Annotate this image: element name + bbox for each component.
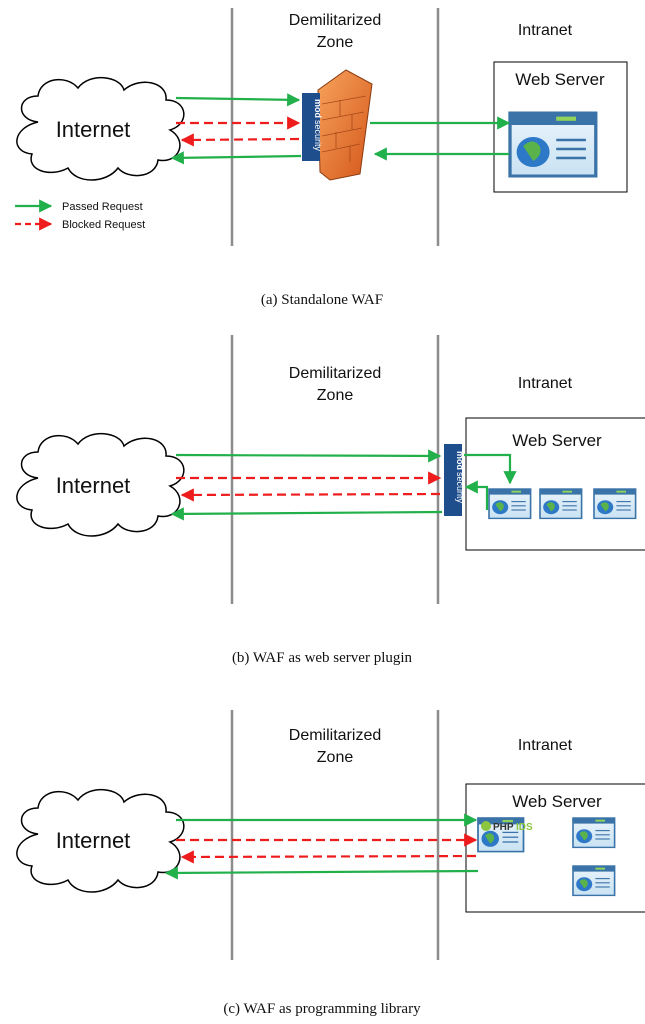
dmz-label-line1: Demilitarized bbox=[289, 727, 381, 744]
svg-text:PHP: PHP bbox=[493, 822, 514, 833]
panel-b: Demilitarized Zone Intranet Internet Web… bbox=[16, 335, 645, 666]
dmz-label-line2: Zone bbox=[317, 387, 354, 404]
intranet-label: Intranet bbox=[518, 22, 573, 39]
caption-a: (a) Standalone WAF bbox=[261, 292, 383, 308]
passed-response-out bbox=[170, 151, 302, 165]
web-server-label: Web Server bbox=[512, 431, 602, 450]
internet-label: Internet bbox=[56, 828, 131, 853]
passed-request-in bbox=[175, 93, 301, 107]
panel-a: Demilitarized Zone Intranet Internet Web… bbox=[15, 8, 628, 308]
intranet-label: Intranet bbox=[518, 737, 573, 754]
webpage-icon bbox=[572, 817, 616, 849]
internet-label: Internet bbox=[56, 473, 131, 498]
plugin-to-app bbox=[464, 453, 517, 485]
web-server-label: Web Server bbox=[512, 792, 602, 811]
svg-text:mod: mod bbox=[313, 99, 323, 118]
phpids-logo: PHP IDS bbox=[481, 821, 533, 833]
svg-text:IDS: IDS bbox=[516, 822, 533, 833]
intranet-label: Intranet bbox=[518, 375, 573, 392]
blocked-response-out bbox=[180, 488, 441, 502]
webpage-icon bbox=[488, 488, 532, 520]
legend: Passed Request Blocked Request bbox=[15, 199, 145, 231]
passed-request-in bbox=[175, 449, 442, 463]
webpage-icon bbox=[572, 865, 616, 897]
webpage-icon bbox=[539, 488, 583, 520]
passed-response-out bbox=[170, 507, 443, 521]
firewall-icon bbox=[317, 69, 373, 181]
app-to-plugin bbox=[464, 480, 489, 510]
internet-label: Internet bbox=[56, 117, 131, 142]
svg-text:mod: mod bbox=[455, 451, 465, 470]
dmz-label-line1: Demilitarized bbox=[289, 12, 381, 29]
dmz-label-line2: Zone bbox=[317, 749, 354, 766]
modsecurity-badge: mod security bbox=[302, 93, 323, 161]
svg-text:security: security bbox=[455, 472, 465, 504]
modsecurity-badge: mod security bbox=[444, 444, 465, 516]
webpage-icon bbox=[593, 488, 637, 520]
legend-blocked-label: Blocked Request bbox=[62, 219, 145, 231]
caption-c: (c) WAF as programming library bbox=[223, 1001, 421, 1017]
panel-c: Demilitarized Zone Intranet Internet Web… bbox=[16, 710, 645, 1017]
legend-passed-label: Passed Request bbox=[62, 201, 143, 213]
dmz-label-line1: Demilitarized bbox=[289, 365, 381, 382]
web-server-box bbox=[465, 417, 645, 551]
caption-b: (b) WAF as web server plugin bbox=[232, 650, 413, 666]
svg-text:security: security bbox=[313, 120, 323, 152]
blocked-response-out bbox=[180, 850, 477, 864]
dmz-label-line2: Zone bbox=[317, 34, 354, 51]
web-server-label: Web Server bbox=[515, 70, 605, 89]
passed-response-out bbox=[164, 866, 479, 880]
webpage-icon bbox=[508, 111, 598, 178]
blocked-response-out bbox=[180, 133, 300, 147]
